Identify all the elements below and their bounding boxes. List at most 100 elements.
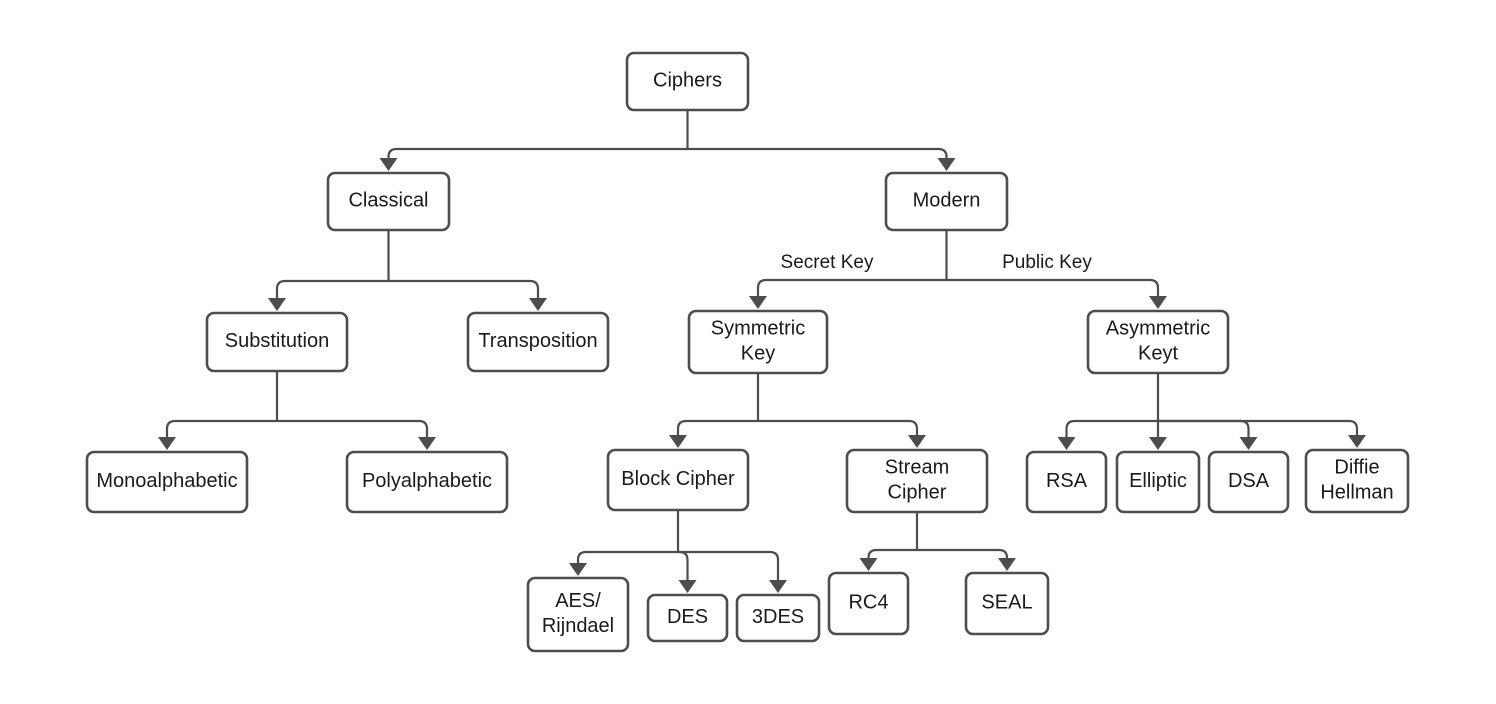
node-transposition[interactable]: Transposition bbox=[466, 311, 610, 373]
edge-block-des bbox=[678, 550, 689, 580]
node-ciphers[interactable]: Ciphers bbox=[625, 51, 750, 112]
node-label-aes-rijndael: AES/Rijndael bbox=[542, 590, 614, 637]
node-label-block-cipher: Block Cipher bbox=[621, 468, 735, 490]
edge-stream-rc4 bbox=[867, 548, 917, 559]
node-box-monoalphabetic bbox=[85, 450, 249, 514]
node-box-polyalphabetic bbox=[345, 450, 509, 514]
node-box-seal bbox=[964, 571, 1050, 636]
node-box-transposition bbox=[466, 311, 610, 373]
node-label-dsa: DSA bbox=[1228, 470, 1270, 492]
arrowhead-stream-rc4 bbox=[859, 558, 878, 571]
node-box-classical bbox=[326, 171, 451, 232]
node-box-dsa bbox=[1207, 450, 1290, 514]
node-classical[interactable]: Classical bbox=[326, 171, 451, 232]
arrowhead-block-aes bbox=[569, 563, 587, 576]
arrowhead-symmetric-stream bbox=[908, 435, 926, 448]
edge-modern-symmetric bbox=[756, 278, 947, 296]
node-box-substitution bbox=[205, 311, 349, 373]
edge-block-3des bbox=[678, 550, 780, 580]
node-box-symmetric-key bbox=[687, 309, 829, 375]
edge-asymmetric-diffie bbox=[1158, 419, 1359, 435]
node-modern[interactable]: Modern bbox=[884, 171, 1009, 232]
edge-stream-seal bbox=[917, 548, 1009, 559]
arrowhead-substitution-poly bbox=[418, 437, 436, 450]
node-box-aes-rijndael bbox=[526, 576, 630, 653]
node-label-transposition: Transposition bbox=[478, 330, 597, 352]
node-box-elliptic bbox=[1115, 450, 1201, 514]
arrowhead-modern-symmetric bbox=[749, 296, 767, 309]
node-box-asymmetric-key bbox=[1086, 309, 1230, 375]
arrowhead-ciphers-classical bbox=[379, 158, 398, 171]
arrowhead-stream-seal bbox=[998, 558, 1016, 571]
node-polyalphabetic[interactable]: Polyalphabetic bbox=[345, 450, 509, 514]
arrowhead-block-3des bbox=[769, 580, 787, 593]
node-box-3des bbox=[735, 593, 821, 643]
arrowhead-asymmetric-elliptic bbox=[1149, 437, 1167, 450]
node-block-cipher[interactable]: Block Cipher bbox=[606, 448, 750, 512]
node-label-3des: 3DES bbox=[752, 606, 804, 628]
arrowhead-asymmetric-diffie bbox=[1348, 435, 1366, 448]
node-box-diffie-hellman bbox=[1304, 448, 1410, 514]
edges-group bbox=[158, 110, 1366, 593]
arrowhead-block-des bbox=[678, 580, 697, 593]
node-box-des bbox=[646, 593, 729, 643]
arrowhead-substitution-mono bbox=[158, 437, 176, 450]
node-label-rsa: RSA bbox=[1046, 470, 1088, 492]
edge-symmetric-block bbox=[676, 419, 758, 435]
edge-ciphers-classical bbox=[387, 147, 688, 159]
node-label-des: DES bbox=[667, 606, 708, 628]
node-label-substitution: Substitution bbox=[225, 330, 330, 352]
node-label-classical: Classical bbox=[348, 190, 428, 212]
node-box-rc4 bbox=[827, 571, 910, 636]
arrowhead-classical-substitution bbox=[268, 298, 286, 311]
node-box-stream-cipher bbox=[845, 448, 989, 514]
node-3des[interactable]: 3DES bbox=[735, 593, 821, 643]
secret-key-label: Secret Key bbox=[781, 252, 874, 273]
node-monoalphabetic[interactable]: Monoalphabetic bbox=[85, 450, 249, 514]
edge-classical-transposition bbox=[388, 279, 540, 298]
node-box-ciphers bbox=[625, 51, 750, 112]
node-box-rsa bbox=[1025, 450, 1108, 514]
edge-substitution-mono bbox=[165, 419, 277, 437]
node-rsa[interactable]: RSA bbox=[1025, 450, 1108, 514]
node-seal[interactable]: SEAL bbox=[964, 571, 1050, 636]
edge-symmetric-stream bbox=[758, 419, 919, 435]
edge-classical-substitution bbox=[275, 279, 389, 298]
edge-substitution-poly bbox=[277, 419, 429, 437]
node-box-modern bbox=[884, 171, 1009, 232]
node-label-seal: SEAL bbox=[981, 592, 1032, 614]
edge-asymmetric-rsa bbox=[1065, 419, 1158, 437]
node-aes-rijndael[interactable]: AES/Rijndael bbox=[526, 576, 630, 653]
arrowhead-symmetric-block bbox=[669, 435, 687, 448]
node-dsa[interactable]: DSA bbox=[1207, 450, 1290, 514]
arrowhead-classical-transposition bbox=[529, 298, 547, 311]
node-label-ciphers: Ciphers bbox=[653, 70, 722, 92]
node-elliptic[interactable]: Elliptic bbox=[1115, 450, 1201, 514]
node-label-elliptic: Elliptic bbox=[1129, 470, 1187, 492]
node-rc4[interactable]: RC4 bbox=[827, 571, 910, 636]
edge-asymmetric-dsa bbox=[1158, 419, 1250, 437]
edge-ciphers-modern bbox=[687, 147, 948, 159]
arrowhead-modern-asymmetric bbox=[1149, 296, 1167, 309]
node-substitution[interactable]: Substitution bbox=[205, 311, 349, 373]
arrowhead-asymmetric-dsa bbox=[1239, 437, 1258, 450]
node-label-modern: Modern bbox=[913, 190, 981, 212]
arrowhead-ciphers-modern bbox=[937, 158, 956, 171]
arrowhead-asymmetric-rsa bbox=[1057, 437, 1076, 450]
edge-block-aes bbox=[576, 550, 678, 563]
node-label-monoalphabetic: Monoalphabetic bbox=[96, 470, 237, 492]
node-des[interactable]: DES bbox=[646, 593, 729, 643]
edge-modern-asymmetric bbox=[946, 278, 1160, 296]
